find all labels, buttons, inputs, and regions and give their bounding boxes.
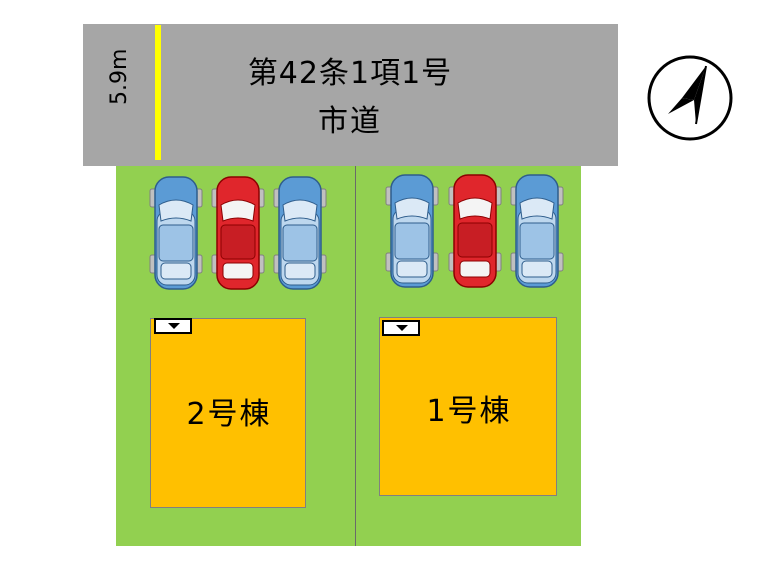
- parking-car-5: [448, 174, 502, 288]
- parking-car-3: [273, 176, 327, 290]
- road-title: 第42条1項1号: [247, 56, 453, 91]
- entrance-arrow-icon: [168, 323, 180, 329]
- parking-car-2: [211, 176, 265, 290]
- building-1-label: 1号棟: [426, 394, 512, 429]
- entrance-arrow-icon: [396, 325, 408, 331]
- building-2: 2号棟: [150, 318, 306, 508]
- lot-divider: [355, 166, 356, 546]
- building-2-label: 2号棟: [186, 397, 272, 432]
- entrance-marker-1: [382, 320, 420, 336]
- building-1: 1号棟: [379, 317, 557, 496]
- road-subtitle: 市道: [318, 104, 382, 139]
- entrance-marker-2: [154, 318, 192, 334]
- parking-car-6: [510, 174, 564, 288]
- parking-car-1: [149, 176, 203, 290]
- north-arrow-icon: [647, 55, 733, 141]
- road: [83, 24, 618, 166]
- parking-car-4: [385, 174, 439, 288]
- road-width-marker: [155, 25, 161, 160]
- road-width-label: 5.9m: [107, 48, 132, 105]
